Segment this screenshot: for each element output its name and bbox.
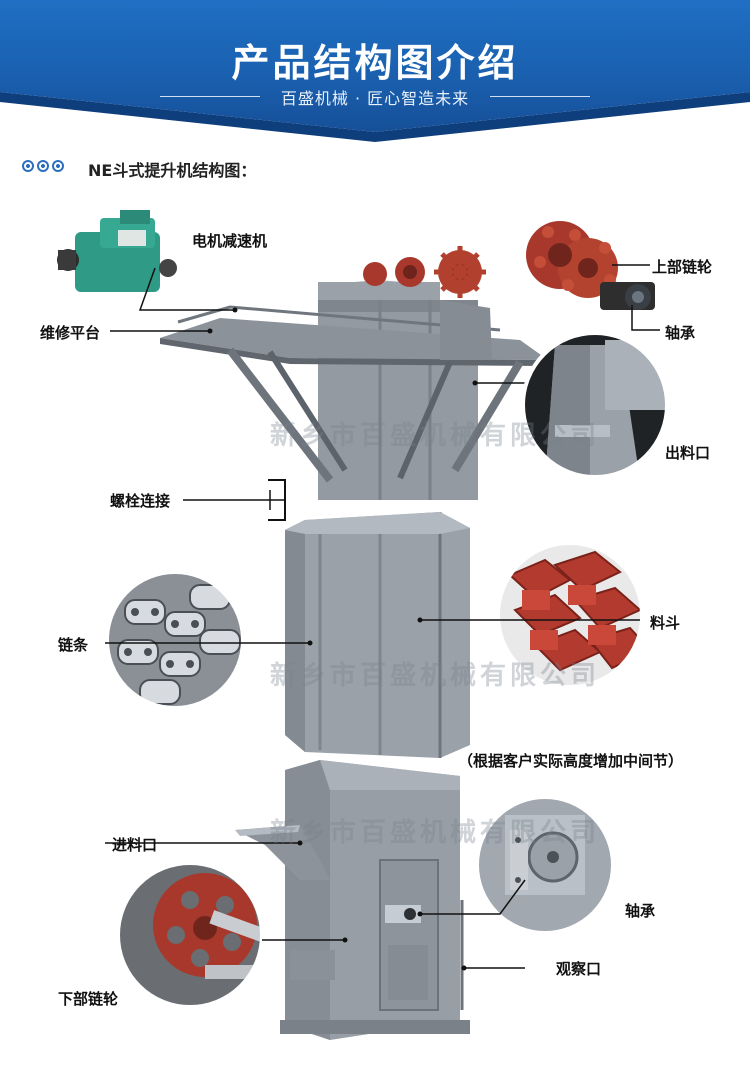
watermark: 新乡市百盛机械有限公司 — [270, 421, 601, 451]
subtitle-rule-right — [490, 96, 590, 97]
page-subtitle: 百盛机械 · 匠心智造未来 — [280, 89, 470, 108]
subtitle-rule-left — [160, 96, 260, 97]
label-bearing-bottom: 轴承 — [625, 902, 656, 920]
label-upper-sprocket: 上部链轮 — [652, 258, 713, 276]
section-heading: NE斗式提升机结构图： — [88, 161, 257, 180]
page-title: 产品结构图介绍 — [231, 41, 519, 85]
label-chain: 链条 — [58, 636, 89, 654]
heading-dots-icon — [22, 160, 64, 172]
label-maintenance-platform: 维修平台 — [40, 324, 101, 342]
label-bolt-connection: 螺栓连接 — [110, 492, 171, 510]
label-bucket: 料斗 — [650, 614, 681, 632]
watermark: 新乡市百盛机械有限公司 — [270, 661, 601, 691]
label-inspection-window: 观察口 — [556, 960, 602, 978]
label-bearing-top: 轴承 — [665, 324, 696, 342]
label-lower-sprocket: 下部链轮 — [58, 990, 119, 1008]
watermark: 新乡市百盛机械有限公司 — [270, 818, 601, 848]
middle-section-note: （根据客户实际高度增加中间节） — [458, 752, 684, 770]
label-feed-port: 进料口 — [112, 836, 158, 854]
label-discharge-port: 出料口 — [665, 444, 711, 462]
label-motor-reducer: 电机减速机 — [192, 232, 268, 250]
